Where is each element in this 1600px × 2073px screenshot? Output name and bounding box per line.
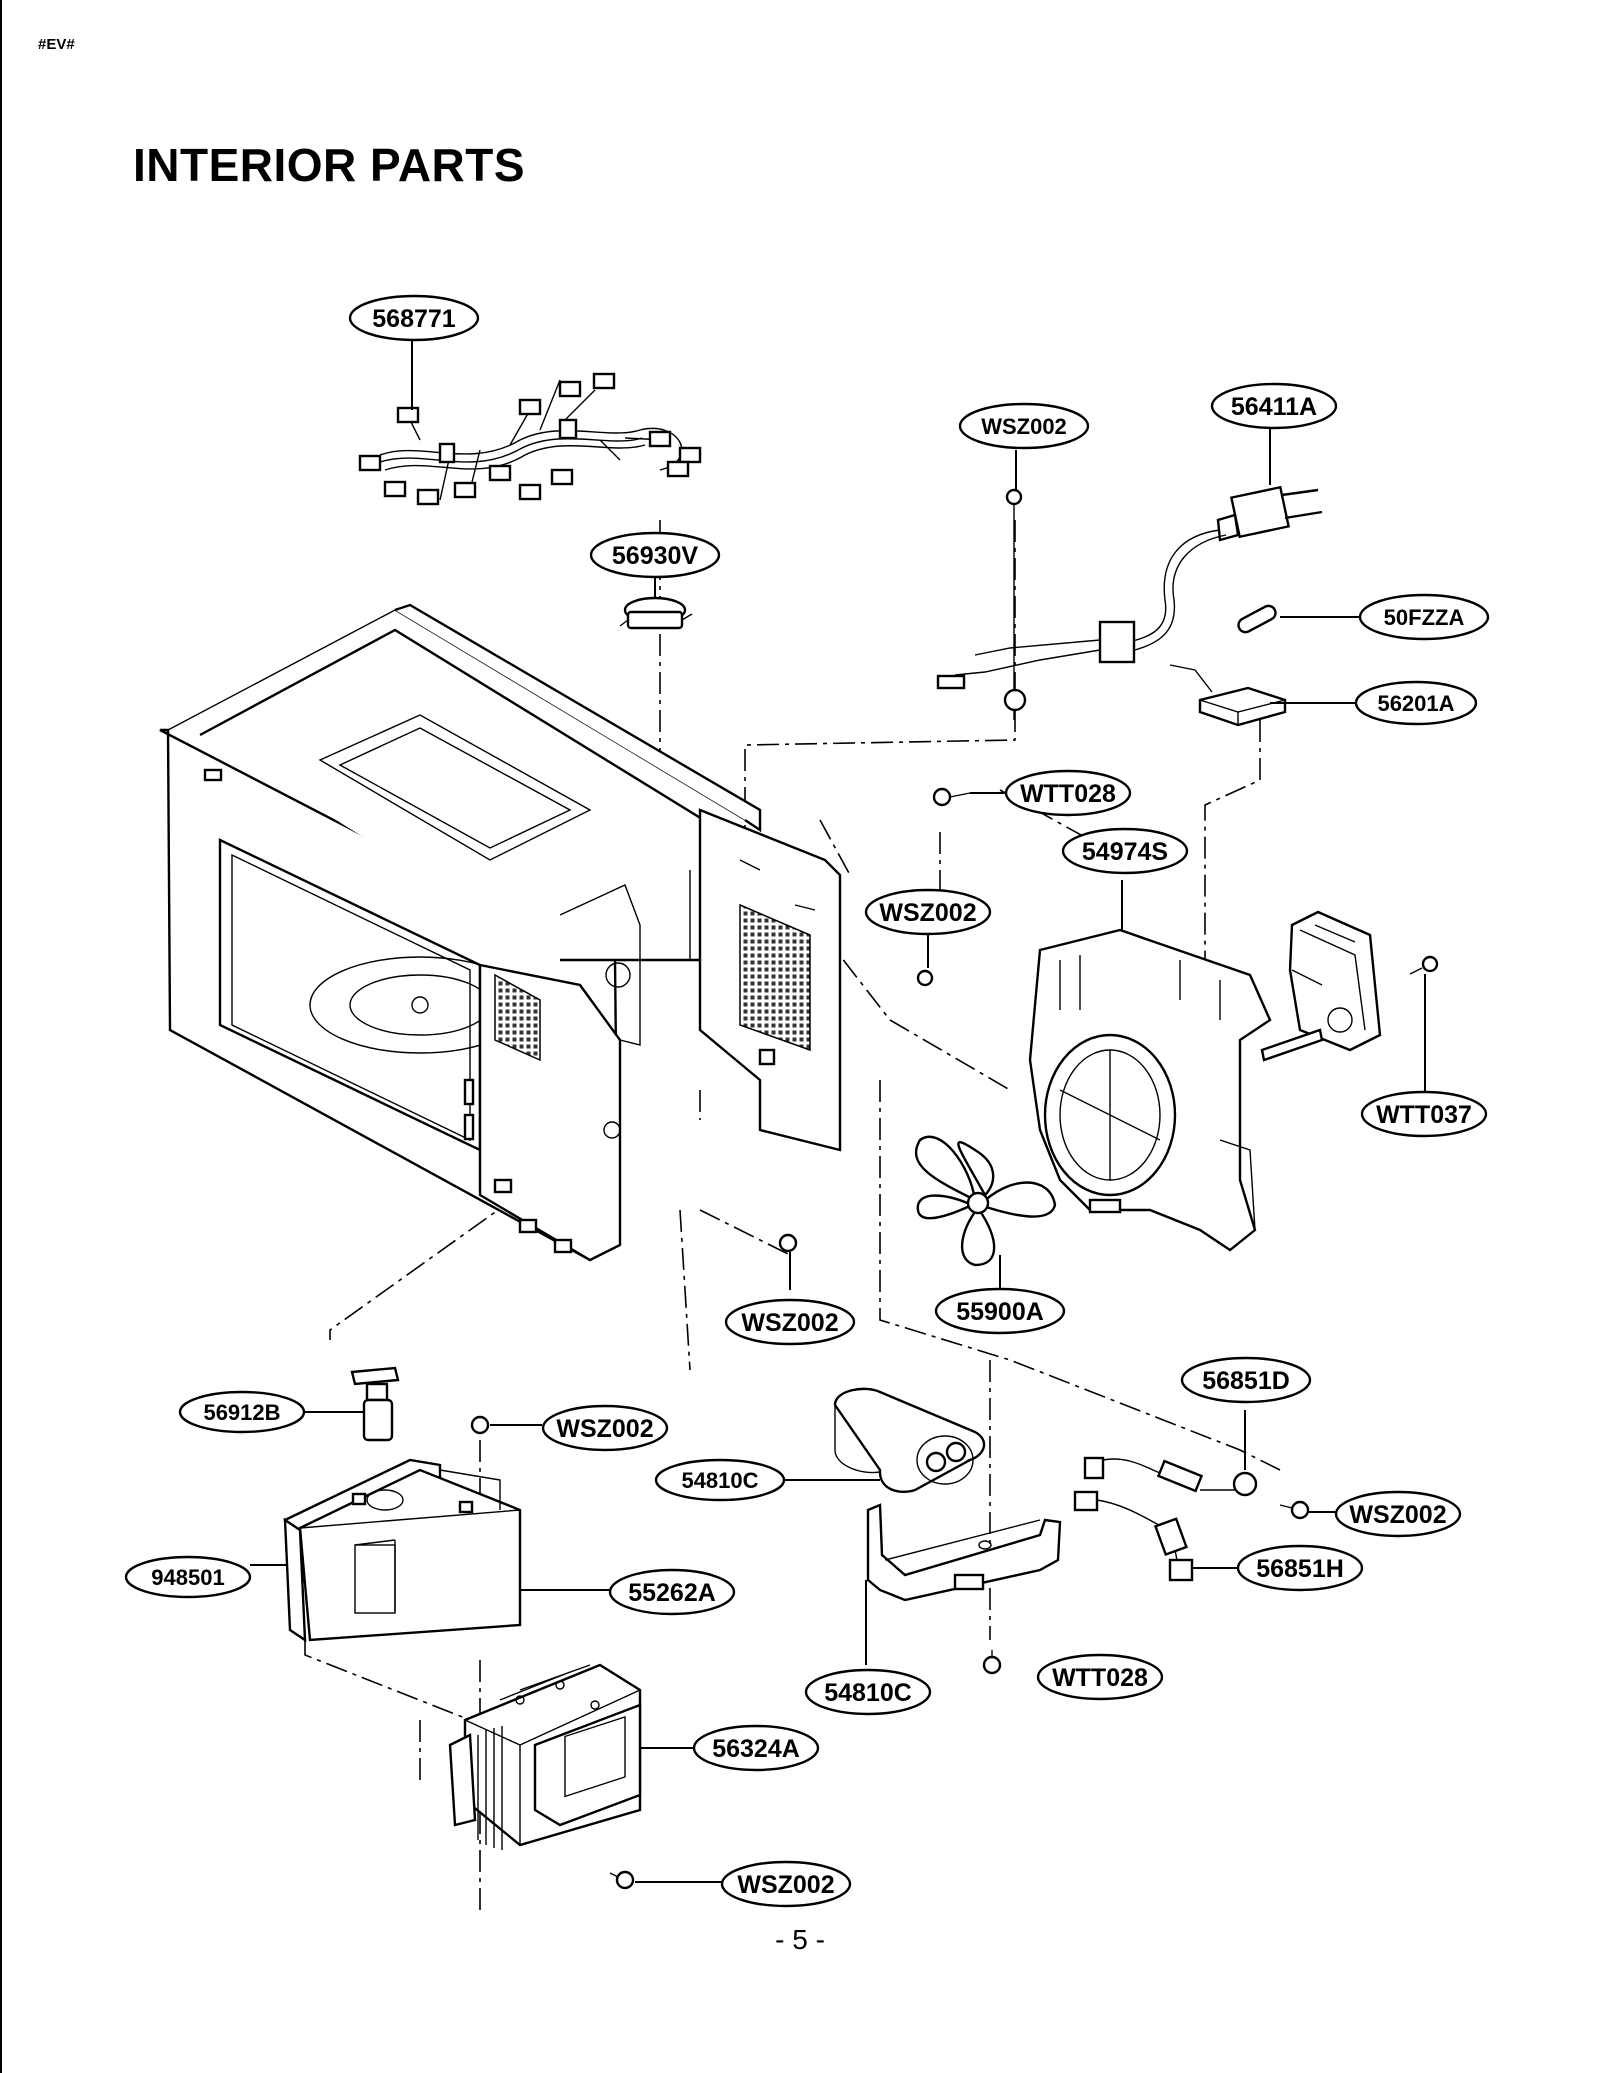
label-thermo-sensor: 56912B	[203, 1400, 280, 1425]
label-screw-top: WSZ002	[981, 414, 1067, 439]
label-fuse: 50FZZA	[1384, 605, 1465, 630]
label-screw-lower: WSZ002	[741, 1309, 838, 1337]
wire-harness	[358, 372, 702, 506]
screw-wtt037	[1409, 955, 1439, 975]
label-capacitor: 54810C	[681, 1468, 758, 1493]
label-screw-wtt-bottom: WTT028	[1052, 1664, 1148, 1692]
label-magnetron: 56324A	[712, 1735, 800, 1763]
label-screw-wtt037: WTT037	[1376, 1101, 1472, 1129]
diode	[1073, 1490, 1194, 1582]
capacitor-bracket	[866, 1503, 1062, 1602]
part-labels: 568771 WSZ002 56411A 56930V 50FZZA 56201…	[124, 294, 1490, 1908]
header-tag: #EV#	[38, 36, 75, 53]
label-screw-bottom: WSZ002	[737, 1871, 834, 1899]
magnetron	[448, 1663, 642, 1850]
label-thermostat: 56930V	[612, 542, 699, 570]
fuse	[1237, 604, 1277, 634]
label-screw-wtt-top: WTT028	[1020, 780, 1116, 808]
fan-housing	[1028, 928, 1272, 1252]
screw-mid	[916, 969, 934, 987]
page-title: INTERIOR PARTS	[133, 139, 526, 191]
label-screw-diode: WSZ002	[1349, 1501, 1446, 1529]
diode-switch	[1083, 1456, 1258, 1497]
fan-motor	[1260, 910, 1382, 1062]
label-insulator: 948501	[151, 1565, 224, 1590]
screw-bottom	[609, 1870, 635, 1890]
screw-diode	[1279, 1500, 1310, 1520]
thermostat	[619, 596, 693, 630]
noise-filter	[1169, 664, 1287, 727]
label-capacitor-bracket: 54810C	[824, 1679, 912, 1707]
power-cord	[936, 485, 1323, 712]
screw-wtt-top	[932, 787, 971, 807]
label-harness: 568771	[372, 305, 456, 333]
label-power-cord: 56411A	[1231, 393, 1317, 421]
oven-cavity	[159, 603, 842, 1262]
screw-top	[1005, 488, 1023, 720]
fan-blade	[914, 1135, 1057, 1267]
screw-cover	[470, 1415, 490, 1435]
label-fan-blade: 55900A	[956, 1298, 1044, 1326]
page-number: - 5 -	[775, 1924, 825, 1955]
page-border	[0, 0, 2, 2073]
label-diode-switch: 56851D	[1202, 1367, 1290, 1395]
label-cover: 55262A	[628, 1579, 716, 1607]
thermo-sensor	[350, 1366, 400, 1442]
cover-assembly	[283, 1458, 522, 1643]
capacitor	[833, 1387, 986, 1494]
label-fan-housing: 54974S	[1082, 838, 1168, 866]
label-screw-cover: WSZ002	[556, 1415, 653, 1443]
screw-wtt-bottom	[982, 1650, 1002, 1675]
label-noise-filter: 56201A	[1377, 691, 1454, 716]
label-screw-mid: WSZ002	[879, 899, 976, 927]
label-diode: 56851H	[1256, 1555, 1344, 1583]
screw-lower	[778, 1233, 798, 1253]
